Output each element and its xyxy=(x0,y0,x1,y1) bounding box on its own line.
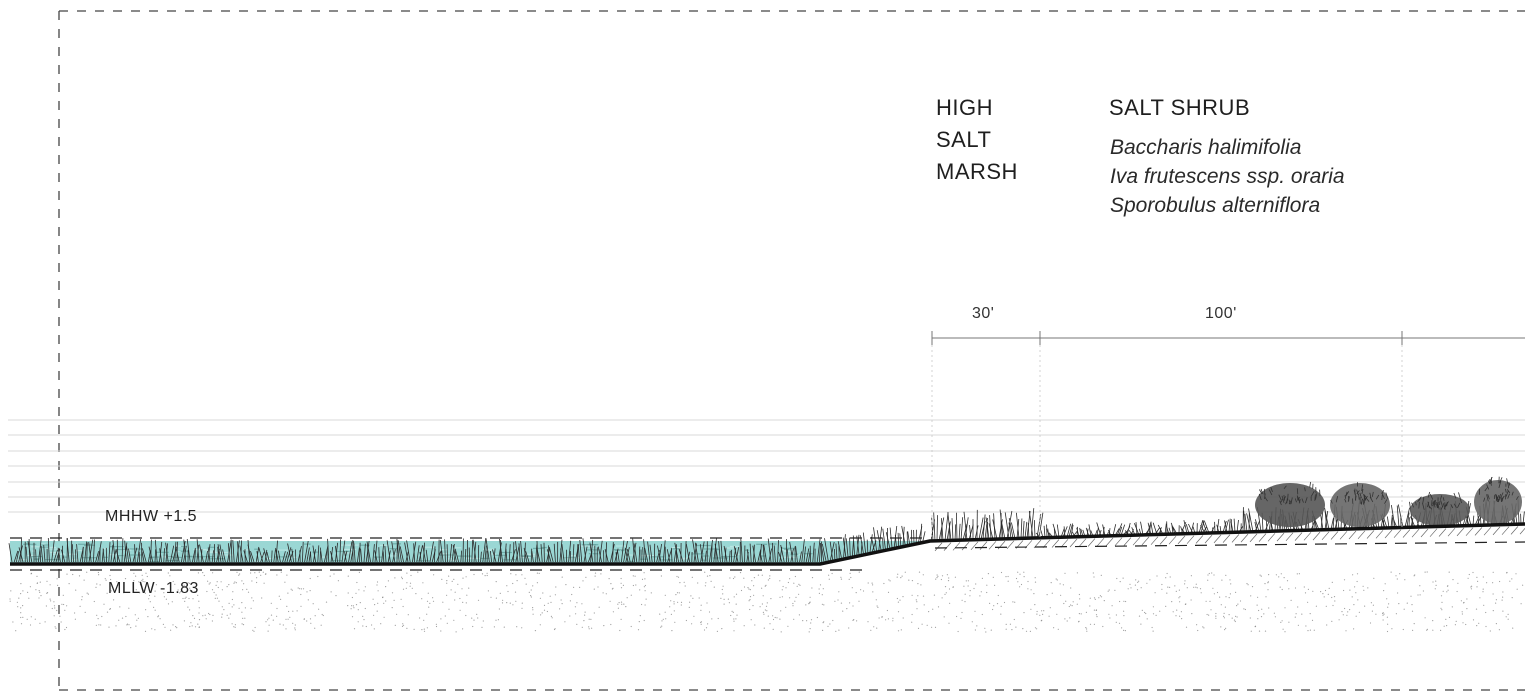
species-name: Baccharis halimifolia xyxy=(1110,136,1302,159)
zone-line: SALT xyxy=(936,127,992,152)
salt-shrub-title: SALT SHRUB xyxy=(1109,95,1251,120)
ground-profile xyxy=(10,522,1525,566)
high-salt-marsh-label: HIGH SALT MARSH xyxy=(936,92,1018,188)
frame-border xyxy=(58,10,1525,691)
dimension-line xyxy=(931,331,1525,345)
marsh-grass xyxy=(8,523,926,563)
zone-line: HIGH xyxy=(936,95,993,120)
upland-dash-line xyxy=(934,541,1525,549)
dimension-label-100: 100' xyxy=(1205,305,1237,322)
species-name: Iva frutescens ssp. oraria xyxy=(1110,165,1345,188)
water-body xyxy=(10,541,930,563)
zone-line: MARSH xyxy=(936,159,1018,184)
mhhw-label: MHHW +1.5 xyxy=(105,508,198,525)
salt-shrubs xyxy=(1255,476,1522,527)
dimension-label-30: 30' xyxy=(972,305,995,322)
dimension-extension-lines xyxy=(931,345,1403,540)
mllw-label: MLLW -1.83 xyxy=(108,580,199,597)
salt-shrub-species-list: Baccharis halimifolia Iva frutescens ssp… xyxy=(1110,133,1345,220)
soil-stipple xyxy=(9,571,1524,633)
species-name: Sporobulus alterniflora xyxy=(1110,194,1321,217)
subsurface-hatch xyxy=(934,526,1525,552)
elevation-guides xyxy=(8,419,1525,513)
